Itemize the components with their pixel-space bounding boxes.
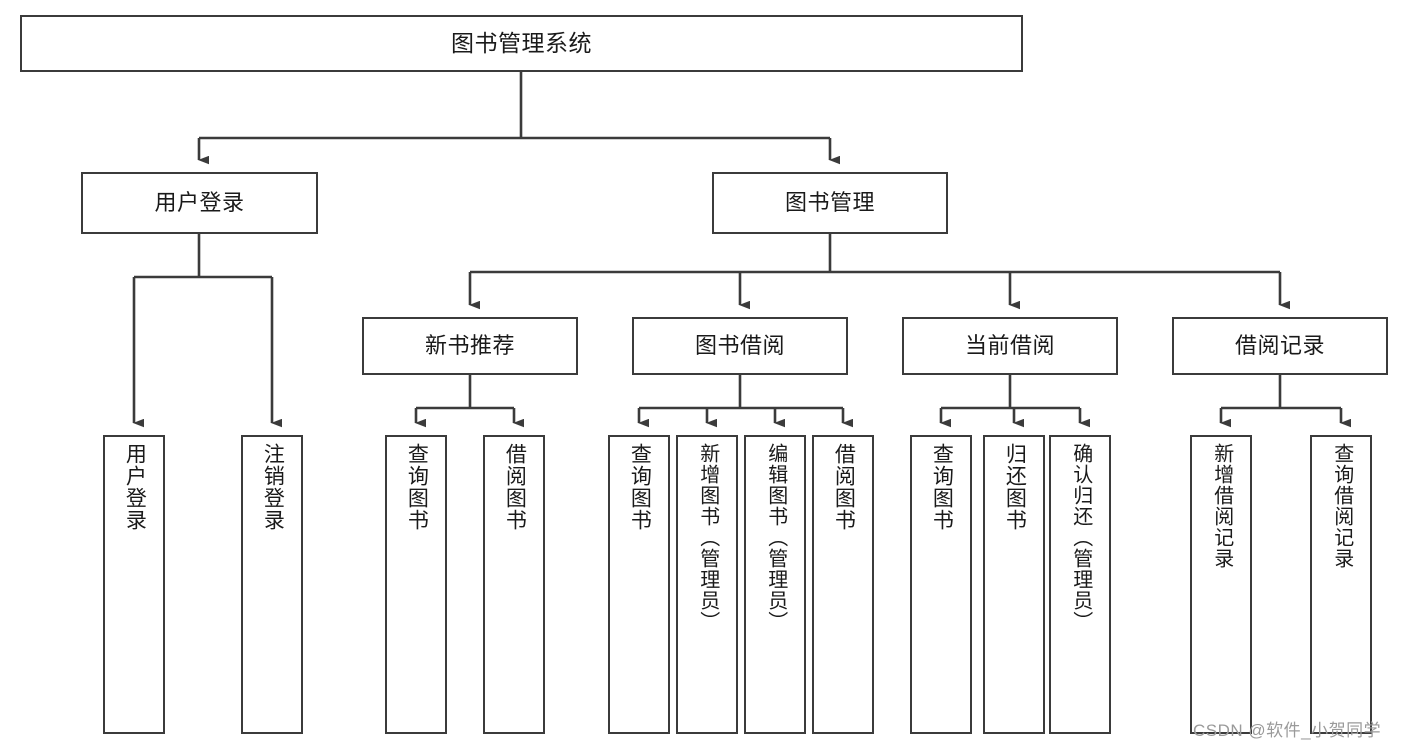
- node-label: 图书管理: [784, 189, 875, 215]
- node-current-borrow[interactable]: 当前借阅: [902, 317, 1118, 375]
- node-label: 查询图书: [930, 443, 954, 531]
- leaf-query-book[interactable]: 查询图书: [608, 435, 670, 734]
- node-label: 借阅记录: [1234, 332, 1325, 358]
- leaf-borrow-book[interactable]: 借阅图书: [812, 435, 874, 734]
- leaf-return-book[interactable]: 归还图书: [983, 435, 1045, 734]
- node-label: 新增图书（管理员）: [696, 443, 719, 632]
- node-user-login[interactable]: 用户登录: [81, 172, 318, 234]
- node-label: 借阅图书: [503, 443, 527, 531]
- node-label: 查询图书: [405, 443, 429, 531]
- node-label: 图书管理系统: [451, 29, 592, 56]
- node-label: 用户登录: [154, 189, 245, 215]
- leaf-query-borrow-record[interactable]: 查询借阅记录: [1310, 435, 1372, 734]
- node-label: 借阅图书: [832, 443, 856, 531]
- leaf-borrow-book-recommend[interactable]: 借阅图书: [483, 435, 545, 734]
- node-root-system[interactable]: 图书管理系统: [20, 15, 1023, 72]
- node-label: 新增借阅记录: [1210, 443, 1233, 569]
- node-book-borrow[interactable]: 图书借阅: [632, 317, 848, 375]
- leaf-user-login[interactable]: 用户登录: [103, 435, 165, 734]
- node-label: 查询借阅记录: [1330, 443, 1353, 569]
- node-label: 当前借阅: [964, 332, 1055, 358]
- leaf-confirm-return-admin[interactable]: 确认归还（管理员）: [1049, 435, 1111, 734]
- node-label: 确认归还（管理员）: [1069, 443, 1092, 632]
- node-book-management[interactable]: 图书管理: [712, 172, 948, 234]
- node-label: 注销登录: [261, 443, 285, 531]
- leaf-edit-book-admin[interactable]: 编辑图书（管理员）: [744, 435, 806, 734]
- node-borrow-record[interactable]: 借阅记录: [1172, 317, 1388, 375]
- leaf-add-borrow-record[interactable]: 新增借阅记录: [1190, 435, 1252, 734]
- node-label: 归还图书: [1003, 443, 1027, 531]
- leaf-query-book-current[interactable]: 查询图书: [910, 435, 972, 734]
- node-label: 新书推荐: [424, 332, 515, 358]
- node-label: 查询图书: [628, 443, 652, 531]
- leaf-add-book-admin[interactable]: 新增图书（管理员）: [676, 435, 738, 734]
- node-label: 用户登录: [123, 443, 147, 531]
- csdn-watermark: CSDN @软件_小贺同学: [1193, 721, 1382, 740]
- node-label: 编辑图书（管理员）: [764, 443, 787, 632]
- leaf-query-book-recommend[interactable]: 查询图书: [385, 435, 447, 734]
- leaf-logout-login[interactable]: 注销登录: [241, 435, 303, 734]
- node-new-book-recommend[interactable]: 新书推荐: [362, 317, 578, 375]
- node-label: 图书借阅: [694, 332, 785, 358]
